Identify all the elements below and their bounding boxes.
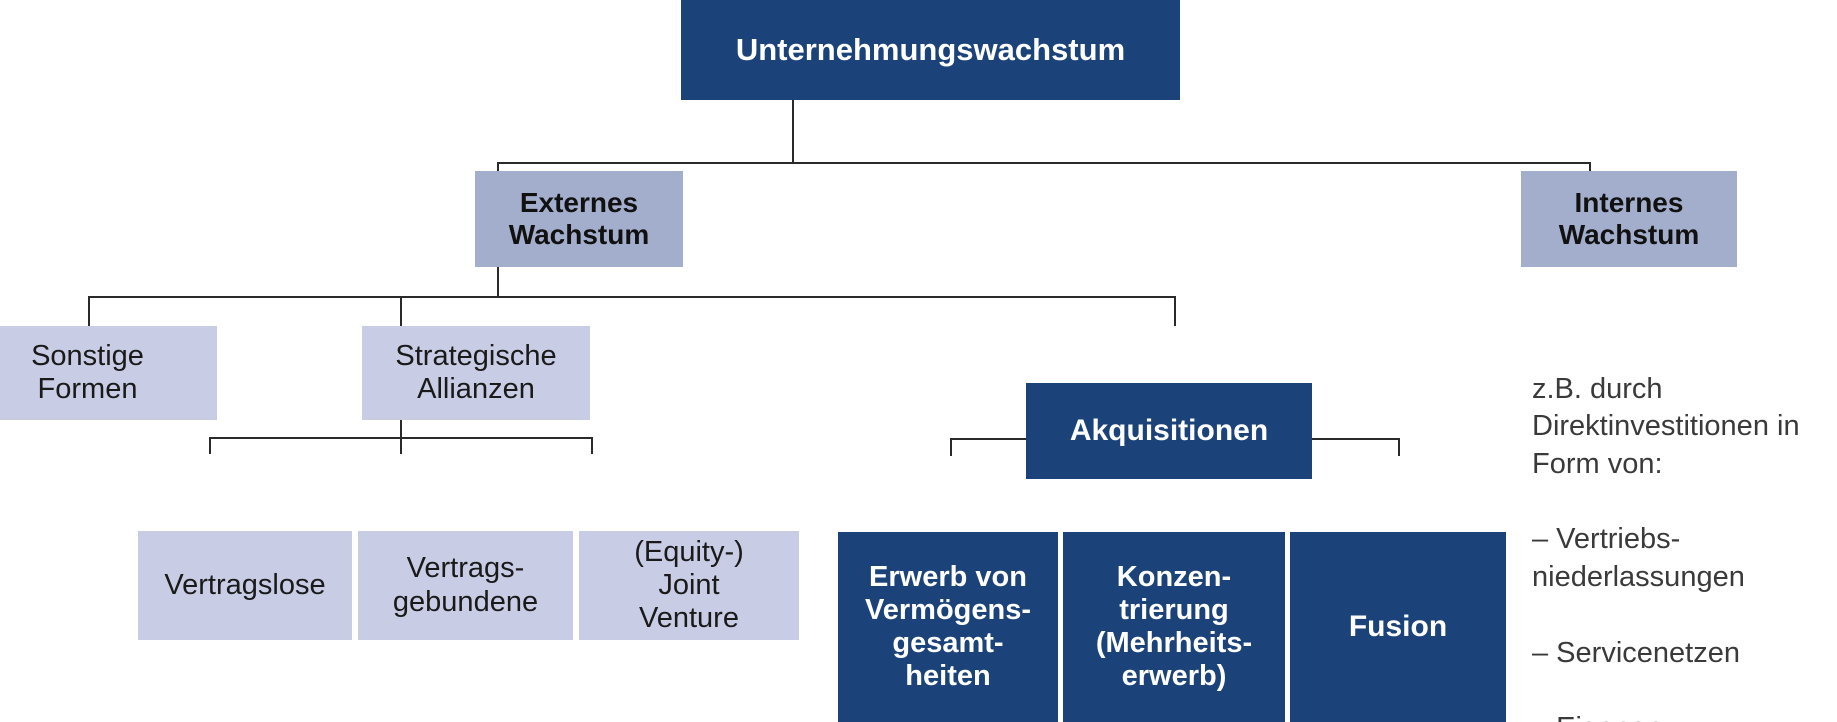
connector-externes-stem [497, 267, 499, 296]
connector-root-bus [497, 162, 1589, 164]
note-item-eigenen-pruefungsstaetten: – Eigenen Prüfungsstätten (z.B.Labore) [1532, 710, 1837, 722]
node-sonstige-formen[interactable]: Sonstige Formen [0, 326, 217, 420]
connector-allianzen-stem [400, 420, 402, 449]
node-label: Strategische Allianzen [395, 339, 557, 405]
connector-to-akquisitionen [1174, 296, 1176, 326]
node-akquisitionen[interactable]: Akquisitionen [1026, 383, 1312, 479]
node-label: Erwerb von Vermögens- gesamt- heiten [865, 560, 1031, 693]
note-intro: z.B. durch Direktinvestitionen in Form v… [1532, 372, 1800, 481]
node-label: Fusion [1348, 609, 1448, 643]
connector-externes-bus [88, 296, 1174, 298]
connector-root-stem [792, 100, 794, 162]
node-label: Internes Wachstum [1558, 187, 1700, 250]
node-label: Akquisitionen [1069, 413, 1269, 447]
node-label: Externes Wachstum [508, 187, 650, 250]
node-unternehmungswachstum[interactable]: Unternehmungswachstum [681, 0, 1180, 100]
connector-to-erwerb [950, 438, 952, 456]
note-item-vertriebsniederlassungen: – Vertriebs- niederlassungen [1532, 523, 1745, 594]
node-strategische-allianzen[interactable]: Strategische Allianzen [362, 326, 590, 420]
node-label: Sonstige Formen [31, 339, 144, 405]
connector-to-vertragsgebundene [400, 437, 402, 454]
connector-to-internes [1589, 162, 1591, 171]
node-equity-joint-venture[interactable]: (Equity-) Joint Venture [579, 531, 799, 640]
node-vertragslose[interactable]: Vertragslose [138, 531, 352, 640]
node-label: (Equity-) Joint Venture [634, 535, 744, 635]
connector-to-fusion [1398, 438, 1400, 456]
internal-growth-note: z.B. durch Direktinvestitionen in Form v… [1532, 333, 1837, 722]
node-label: Vertragslose [164, 568, 326, 601]
connector-to-externes [497, 162, 499, 171]
node-internes-wachstum[interactable]: Internes Wachstum [1521, 171, 1737, 267]
node-fusion[interactable]: Fusion [1290, 532, 1506, 722]
connector-to-sonstige [88, 296, 90, 326]
node-vertragsgebundene[interactable]: Vertrags- gebundene [358, 531, 573, 640]
note-item-servicenetzen: – Servicenetzen [1532, 636, 1740, 669]
node-konzentrierung-mehrheitserwerb[interactable]: Konzen- trierung (Mehrheits- erwerb) [1063, 532, 1285, 722]
node-externes-wachstum[interactable]: Externes Wachstum [475, 171, 683, 267]
connector-to-joint-venture [591, 437, 593, 454]
connector-to-strategische [400, 296, 402, 326]
node-erwerb-vermoegensgesamtheiten[interactable]: Erwerb von Vermögens- gesamt- heiten [838, 532, 1058, 722]
node-label: Konzen- trierung (Mehrheits- erwerb) [1095, 560, 1253, 693]
node-label: Vertrags- gebundene [392, 552, 539, 618]
node-label: Unternehmungswachstum [735, 32, 1126, 68]
connector-to-vertragslose [209, 437, 211, 454]
